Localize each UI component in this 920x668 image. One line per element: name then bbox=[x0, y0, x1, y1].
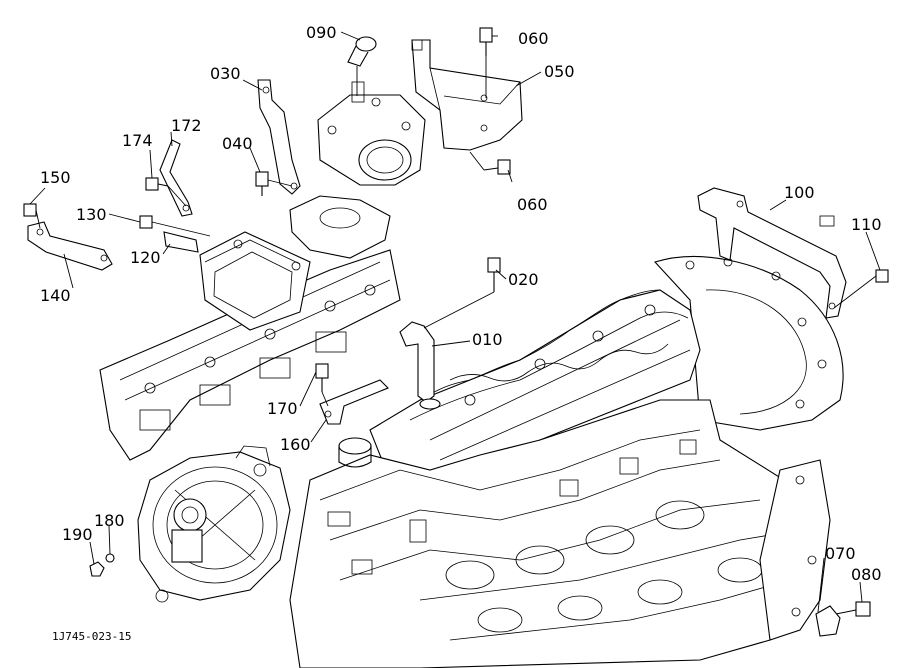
part-label-150: 150 bbox=[40, 168, 71, 187]
part-label-080: 080 bbox=[851, 565, 882, 584]
part-label-020: 020 bbox=[508, 270, 539, 289]
part-label-010: 010 bbox=[472, 330, 503, 349]
part-label-060-top: 060 bbox=[518, 29, 549, 48]
bolt-060-top-shape bbox=[479, 27, 493, 43]
part-label-180: 180 bbox=[94, 511, 125, 530]
part-label-070: 070 bbox=[825, 544, 856, 563]
thermostat-housing-drawing bbox=[317, 81, 426, 186]
bracket-160-drawing bbox=[319, 379, 389, 425]
part-label-060-lower: 060 bbox=[517, 195, 548, 214]
bracket-100-drawing bbox=[697, 187, 847, 319]
hanger-010-drawing bbox=[399, 321, 441, 410]
part-label-170: 170 bbox=[267, 399, 298, 418]
part-number-labels: 090 060 050 030 172 174 040 060 150 130 … bbox=[40, 23, 882, 643]
part-label-100: 100 bbox=[784, 183, 815, 202]
part-label-030: 030 bbox=[210, 64, 241, 83]
engine-block-drawing bbox=[289, 256, 844, 668]
bracket-050-drawing bbox=[411, 39, 523, 151]
intake-manifold-drawing bbox=[99, 195, 401, 461]
bracket-030-drawing bbox=[257, 79, 301, 195]
bracket-172-drawing bbox=[159, 139, 193, 217]
part-label-050: 050 bbox=[544, 62, 575, 81]
part-label-120: 120 bbox=[130, 248, 161, 267]
alternator-drawing bbox=[137, 445, 291, 603]
plate-120-drawing bbox=[163, 231, 199, 253]
bracket-140-drawing bbox=[27, 221, 113, 271]
part-label-040: 040 bbox=[222, 134, 253, 153]
part-label-174: 174 bbox=[122, 131, 153, 150]
part-label-110: 110 bbox=[851, 215, 882, 234]
part-label-190: 190 bbox=[62, 525, 93, 544]
figure-code: 1J745-023-15 bbox=[52, 630, 131, 643]
part-label-090: 090 bbox=[306, 23, 337, 42]
leader-lines bbox=[29, 31, 881, 613]
part-label-130: 130 bbox=[76, 205, 107, 224]
clamp-090-shape bbox=[355, 36, 377, 52]
part-label-160: 160 bbox=[280, 435, 311, 454]
part-label-140: 140 bbox=[40, 286, 71, 305]
bolt-060-lower-shape bbox=[497, 159, 511, 175]
part-label-172: 172 bbox=[171, 116, 202, 135]
